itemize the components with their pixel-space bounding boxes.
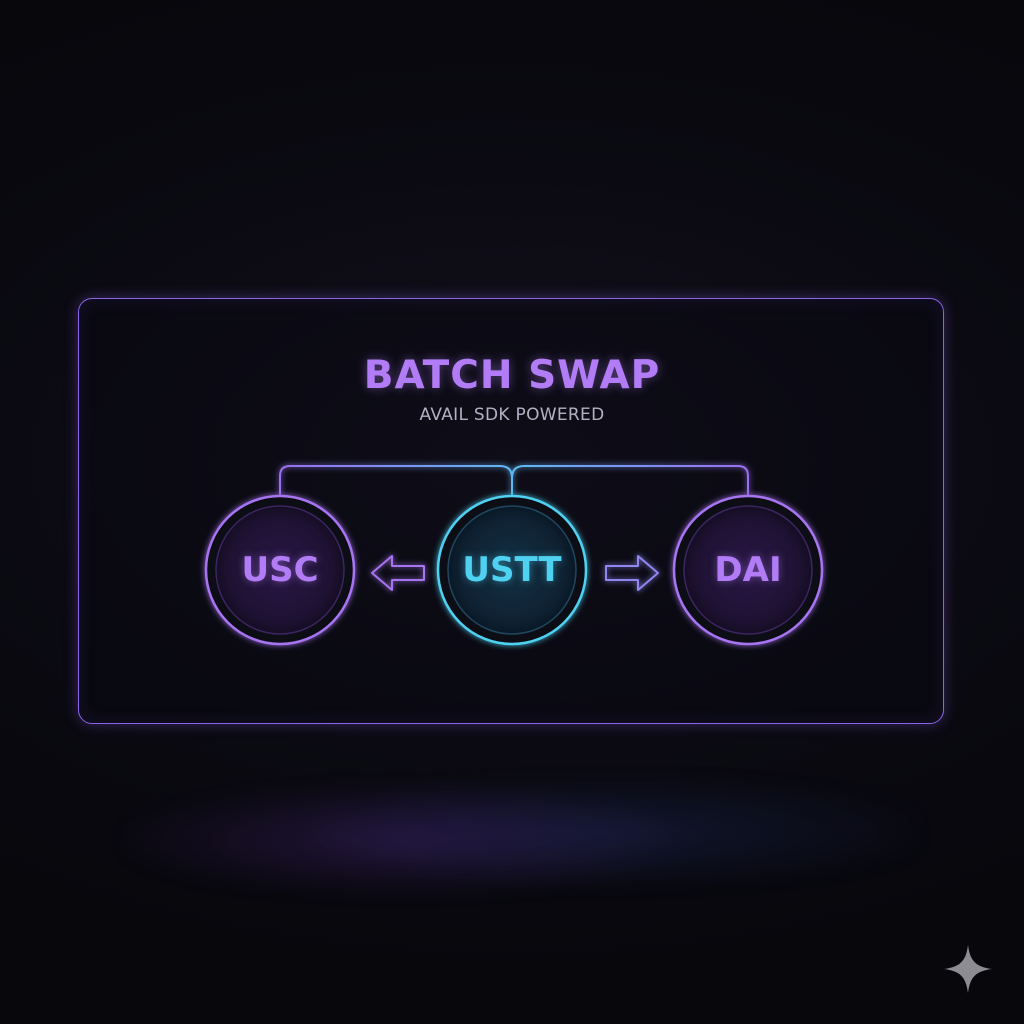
page-title: BATCH SWAP: [363, 353, 661, 398]
token-node-usc: [204, 494, 356, 646]
right-arrow-icon: [605, 555, 659, 591]
token-label-usc: USC: [241, 550, 319, 590]
token-node-ustt: [436, 494, 588, 646]
token-label-dai: DAI: [714, 550, 782, 590]
left-arrow-icon: [371, 555, 425, 591]
sparkle-icon: [944, 945, 992, 993]
token-node-dai: [672, 494, 824, 646]
connector-line: [279, 465, 749, 496]
floor-glow: [120, 760, 920, 920]
token-label-ustt: USTT: [462, 550, 562, 590]
page-subtitle: AVAIL SDK POWERED: [419, 405, 605, 425]
